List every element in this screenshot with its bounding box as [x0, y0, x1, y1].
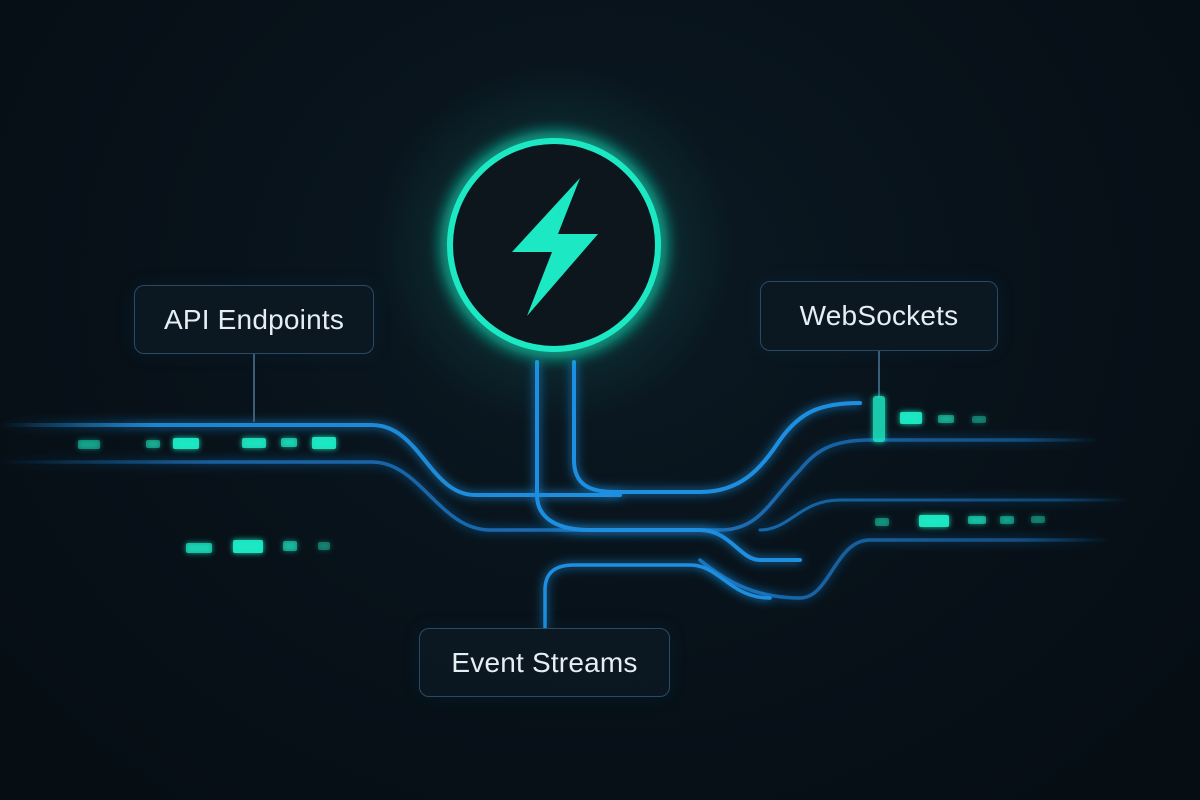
data-packets — [78, 412, 1045, 553]
hub-stem-right — [572, 360, 862, 494]
data-packet — [78, 440, 100, 449]
hub-stem-left — [535, 360, 802, 562]
data-packet — [173, 438, 199, 449]
data-packet — [186, 543, 212, 553]
event-streams-label: Event Streams — [419, 628, 670, 697]
left-lane-2 — [0, 460, 722, 532]
data-packet — [312, 437, 336, 449]
data-packet — [1000, 516, 1014, 524]
data-packet — [283, 541, 297, 551]
data-packet — [968, 516, 986, 524]
websocket-gate-marker — [873, 396, 885, 442]
websockets-label: WebSockets — [760, 281, 998, 351]
data-packet — [318, 542, 330, 550]
data-packet — [875, 518, 889, 526]
lightning-bolt-icon — [512, 178, 598, 316]
data-packet — [900, 412, 922, 424]
data-packet — [233, 540, 263, 553]
api-endpoints-label: API Endpoints — [134, 285, 374, 354]
right-lane-4 — [698, 538, 1112, 600]
data-packet — [281, 438, 297, 447]
right-lane-5 — [758, 498, 1132, 532]
data-packet — [146, 440, 160, 448]
left-lane-1 — [0, 423, 622, 497]
data-packet — [919, 515, 949, 527]
data-packet — [1031, 516, 1045, 523]
data-packet — [938, 415, 954, 423]
hub — [447, 138, 661, 352]
data-packet — [972, 416, 986, 423]
event-streams-branch — [543, 563, 772, 630]
data-packet — [242, 438, 266, 448]
right-lane-2 — [718, 438, 1102, 532]
